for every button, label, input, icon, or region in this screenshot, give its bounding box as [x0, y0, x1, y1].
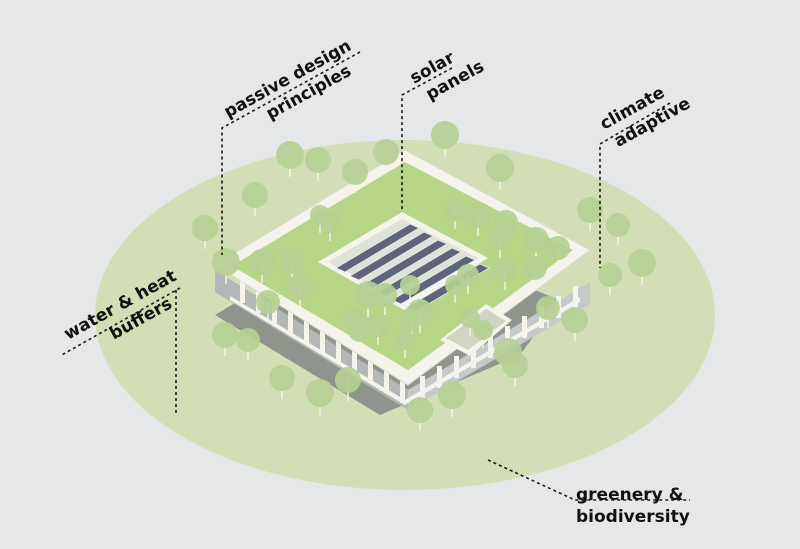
tree-canopy	[348, 318, 372, 342]
facade-column	[304, 321, 309, 343]
solar-panel-row	[349, 231, 434, 281]
tree-canopy	[269, 365, 295, 391]
tree-canopy	[395, 330, 415, 350]
tree-canopy	[460, 308, 480, 328]
facade-column	[400, 381, 405, 403]
facade-column	[384, 371, 389, 393]
facade-column	[288, 311, 293, 333]
tree-canopy	[249, 249, 275, 275]
tree-canopy	[457, 264, 479, 286]
tree-canopy	[546, 236, 570, 260]
leader-greenery	[487, 459, 690, 501]
facade-column	[454, 356, 459, 378]
facade-column	[368, 361, 373, 383]
tree-canopy	[438, 381, 466, 409]
leader-solar-panels	[401, 67, 453, 210]
label-greenery-line1: greenery &	[576, 485, 684, 505]
tree-canopy	[373, 283, 397, 307]
tree-canopy	[212, 248, 240, 276]
tree-canopy	[236, 328, 260, 352]
facade-column	[505, 326, 510, 348]
tree-canopy	[305, 147, 331, 173]
tree-canopy	[407, 299, 433, 325]
tree-canopy	[366, 313, 390, 337]
facade-column	[336, 341, 341, 363]
tree-canopy	[577, 197, 603, 223]
label-greenery-line2: biodiversity	[576, 507, 690, 527]
tree-canopy	[276, 141, 304, 169]
solar-panel-row	[335, 223, 420, 273]
tree-canopy	[280, 250, 304, 274]
tree-canopy	[256, 290, 280, 314]
leader-climate-adaptive	[599, 102, 671, 268]
tree-canopy	[444, 199, 466, 221]
tree-canopy	[523, 227, 549, 253]
leader-passive-design	[221, 51, 361, 255]
tree-canopy	[598, 263, 622, 287]
tree-canopy	[400, 275, 420, 295]
tree-canopy	[212, 322, 238, 348]
tree-canopy	[502, 352, 528, 378]
facade-column	[471, 346, 476, 368]
facade-column	[488, 336, 493, 358]
tree-canopy	[465, 202, 491, 228]
tree-canopy	[523, 256, 547, 280]
tree-canopy	[536, 296, 560, 320]
tree-canopy	[606, 213, 630, 237]
tree-canopy	[354, 281, 382, 309]
leader-lines	[59, 51, 690, 501]
tree-canopy	[306, 379, 334, 407]
facade-column	[437, 366, 442, 388]
tree-canopy	[335, 367, 361, 393]
tree-canopy	[310, 205, 330, 225]
tree-canopy	[488, 226, 512, 250]
leader-water-heat	[59, 287, 181, 415]
tree-canopy	[342, 159, 368, 185]
tree-canopy	[493, 258, 517, 282]
facade-column	[352, 351, 357, 373]
tree-canopy	[242, 182, 268, 208]
facade-column	[320, 331, 325, 353]
facade-column	[240, 281, 245, 303]
tree-canopy	[473, 320, 493, 340]
facade-column	[522, 316, 527, 338]
tree-canopy	[562, 307, 588, 333]
tree-canopy	[192, 215, 218, 241]
trees	[192, 121, 656, 431]
tree-canopy	[431, 121, 459, 149]
facade-column	[420, 376, 425, 398]
tree-canopy	[486, 154, 514, 182]
tree-canopy	[407, 397, 433, 423]
facade-column	[573, 286, 578, 308]
tree-canopy	[373, 139, 399, 165]
tree-canopy	[287, 274, 313, 300]
tree-canopy	[628, 249, 656, 277]
